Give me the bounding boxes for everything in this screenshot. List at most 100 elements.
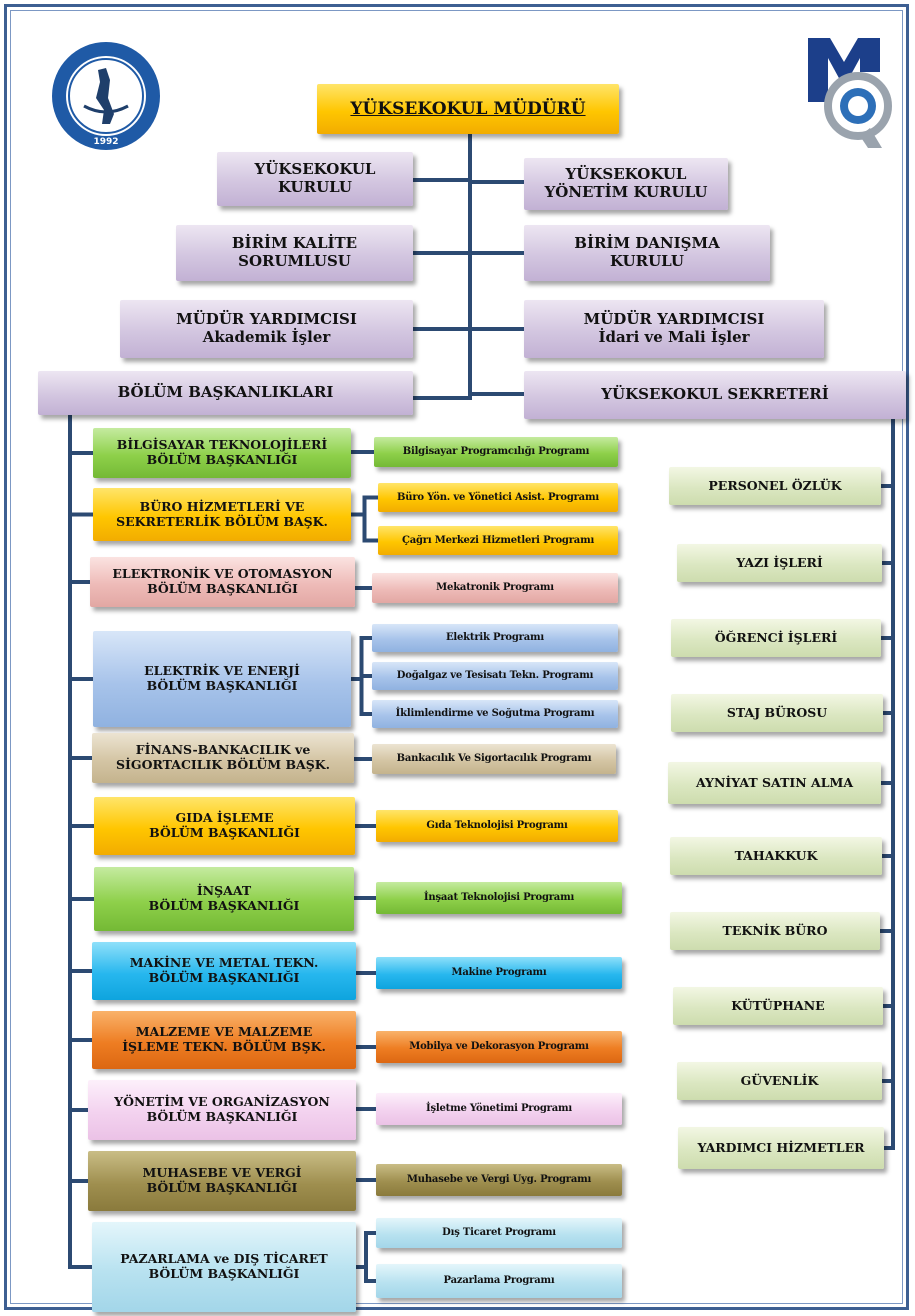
admin-unit-box-guvenlik: GÜVENLİK [677,1062,882,1100]
advisory-board-line-1: BİRİM DANIŞMA [574,234,720,253]
admin-unit-label: TAHAKKUK [734,847,818,863]
department-label-line-1: ELEKTRİK VE ENERJİ [144,663,300,679]
department-box-makine-ve-metal-tekn: MAKİNE VE METAL TEKN.BÖLÜM BAŞKANLIĞI [92,942,356,1000]
executive-board-line-2: YÖNETİM KURULU [544,183,708,201]
admin-unit-box-tahakkuk: TAHAKKUK [670,837,882,875]
department-label-line-2: İŞLEME TEKN. BÖLÜM BŞK. [122,1039,326,1054]
deputy-academic-line-2: Akademik İşler [202,328,331,346]
program-box-bilgisayar-programciligi-programi: Bilgisayar Programcılığı Programı [374,437,618,467]
department-label-line-2: BÖLÜM BAŞKANLIĞI [149,825,300,840]
quality-officer-box: BİRİM KALİTE SORUMLUSU [176,225,413,281]
program-label: Büro Yön. ve Yönetici Asist. Programı [397,491,599,503]
department-label-line-1: BÜRO HİZMETLERİ VE [139,498,305,514]
deputy-admin-line-2: İdari ve Mali İşler [598,328,750,346]
quality-officer-line-1: BİRİM KALİTE [231,234,358,253]
admin-unit-label: TEKNİK BÜRO [722,922,828,938]
director-label: YÜKSEKOKUL MÜDÜRÜ [350,98,586,119]
program-box-mekatronik-programi: Mekatronik Programı [372,573,618,603]
admin-unit-label: STAJ BÜROSU [726,704,828,720]
program-box-insaat-teknolojisi-programi: İnşaat Teknolojisi Programı [376,882,622,914]
deputy-academic-box: MÜDÜR YARDIMCISI Akademik İşler [120,300,413,358]
program-box-buro-yon-ve-yonetici-asist-programi: Büro Yön. ve Yönetici Asist. Programı [378,483,618,512]
program-box-dis-ticaret-programi: Dış Ticaret Programı [376,1218,622,1248]
program-box-iklimlendirme-ve-sogutma-programi: İklimlendirme ve Soğutma Programı [372,700,618,728]
program-box-cagri-merkezi-hizmetleri-programi: Çağrı Merkezi Hizmetleri Programı [378,526,618,555]
secretary-box: YÜKSEKOKUL SEKRETERİ [524,371,906,419]
program-label: Makine Programı [451,967,547,979]
director-box: YÜKSEKOKUL MÜDÜRÜ [317,84,619,134]
department-label-line-2: BÖLÜM BAŞKANLIĞI [146,1180,298,1195]
program-label: Dış Ticaret Programı [442,1227,556,1239]
program-label: Bankacılık Ve Sigortacılık Programı [396,753,592,765]
admin-unit-label: YARDIMCI HİZMETLER [697,1139,865,1155]
department-label-line-2: BÖLÜM BAŞKANLIĞI [148,970,300,985]
secretary-label: YÜKSEKOKUL SEKRETERİ [601,385,829,404]
inner-frame [10,10,903,1304]
departments-head-box: BÖLÜM BAŞKANLIKLARI [38,371,413,415]
executive-board-line-1: YÜKSEKOKUL [565,165,687,184]
department-label-line-2: SİGORTACILIK BÖLÜM BAŞK. [116,757,330,772]
department-label-line-2: SEKRETERLİK BÖLÜM BAŞK. [116,513,328,529]
department-label-line-1: GIDA İŞLEME [175,810,274,826]
admin-unit-label: ÖĞRENCİ İŞLERİ [714,629,838,645]
deputy-academic-line-1: MÜDÜR YARDIMCISI [176,310,357,329]
admin-unit-box-teknik-buro: TEKNİK BÜRO [670,912,880,950]
department-label-line-1: MAKİNE VE METAL TEKN. [129,955,319,971]
logo-year: 1992 [93,137,118,147]
department-label-line-1: MUHASEBE VE VERGİ [142,1165,302,1181]
departments-head-label: BÖLÜM BAŞKANLIKLARI [117,383,334,402]
department-label-line-2: BÖLÜM BAŞKANLIĞI [148,1266,300,1281]
admin-unit-box-yardimci-hizmetler: YARDIMCI HİZMETLER [678,1127,884,1169]
mys-logo-icon [800,32,894,150]
quality-officer-line-2: SORUMLUSU [238,252,351,270]
program-label: Doğalgaz ve Tesisatı Tekn. Programı [396,670,594,682]
deputy-admin-line-1: MÜDÜR YARDIMCISI [583,310,765,329]
program-label: Pazarlama Programı [443,1275,555,1287]
program-label: Bilgisayar Programcılığı Programı [402,446,590,458]
board-box: YÜKSEKOKUL KURULU [217,152,413,206]
department-label-line-1: MALZEME VE MALZEME [135,1024,313,1040]
program-label: Mekatronik Programı [436,582,554,594]
program-box-elektrik-programi: Elektrik Programı [372,624,618,652]
department-label-line-2: BÖLÜM BAŞKANLIĞI [146,452,298,467]
program-box-muhasebe-ve-vergi-uyg-programi: Muhasebe ve Vergi Uyg. Programı [376,1164,622,1196]
admin-unit-label: KÜTÜPHANE [731,997,825,1013]
outer-frame [4,4,909,1310]
department-label-line-1: BİLGİSAYAR TEKNOLOJİLERİ [116,437,328,453]
department-label-line-1: ELEKTRONİK VE OTOMASYON [112,566,333,582]
admin-unit-label: AYNİYAT SATIN ALMA [695,774,854,790]
program-box-dogalgaz-ve-tesisati-tekn-programi: Doğalgaz ve Tesisatı Tekn. Programı [372,662,618,690]
program-label: İnşaat Teknolojisi Programı [423,892,575,904]
university-logo: 1992 [50,40,162,152]
program-label: Mobilya ve Dekorasyon Programı [409,1041,589,1053]
admin-unit-box-staj-burosu: STAJ BÜROSU [671,694,883,732]
program-box-gida-teknolojisi-programi: Gıda Teknolojisi Programı [376,810,618,842]
program-label: Gıda Teknolojisi Programı [426,820,568,832]
program-label: İklimlendirme ve Soğutma Programı [395,708,595,720]
admin-unit-box-personel-ozluk: PERSONEL ÖZLÜK [669,467,881,505]
board-line-1: YÜKSEKOKUL [254,160,376,179]
program-box-pazarlama-programi: Pazarlama Programı [376,1264,622,1298]
admin-unit-label: PERSONEL ÖZLÜK [708,477,842,493]
department-label-line-2: BÖLÜM BAŞKANLIĞI [146,678,298,693]
advisory-board-line-2: KURULU [610,252,684,270]
program-label: İşletme Yönetimi Programı [426,1103,572,1115]
department-label-line-1: FİNANS-BANKACILIK ve [135,742,311,758]
advisory-board-box: BİRİM DANIŞMA KURULU [524,225,770,281]
admin-unit-label: YAZI İŞLERİ [736,554,823,570]
program-label: Elektrik Programı [446,632,544,644]
deputy-admin-box: MÜDÜR YARDIMCISI İdari ve Mali İşler [524,300,824,358]
department-label-line-1: YÖNETİM VE ORGANİZASYON [114,1094,330,1110]
